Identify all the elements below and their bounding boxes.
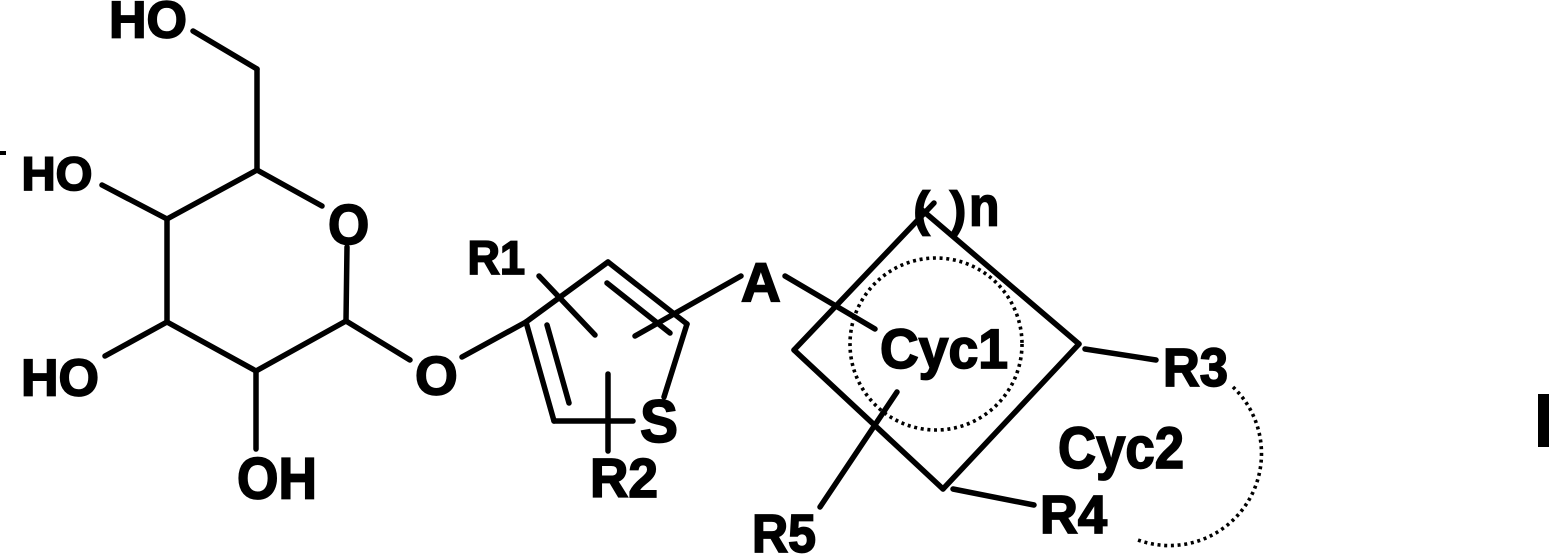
- svg-text:R1: R1: [468, 231, 526, 284]
- svg-text:O: O: [415, 345, 458, 407]
- svg-text:A: A: [741, 251, 781, 313]
- svg-text:Cyc2: Cyc2: [1058, 416, 1184, 481]
- svg-text:R5: R5: [752, 504, 816, 554]
- svg-text:S: S: [640, 388, 678, 455]
- svg-text:): ): [950, 183, 966, 237]
- svg-text:HO: HO: [22, 147, 93, 200]
- svg-text:Cyc1: Cyc1: [880, 317, 1008, 380]
- svg-text:R4: R4: [1040, 485, 1107, 545]
- svg-text:(: (: [914, 183, 931, 237]
- svg-text:R2: R2: [590, 447, 658, 509]
- svg-text:HO: HO: [109, 0, 187, 50]
- svg-text:OH: OH: [237, 447, 317, 512]
- svg-text:HO: HO: [21, 350, 99, 408]
- svg-text:R3: R3: [1163, 338, 1228, 398]
- svg-text:O: O: [328, 193, 369, 257]
- svg-text:n: n: [969, 175, 1000, 238]
